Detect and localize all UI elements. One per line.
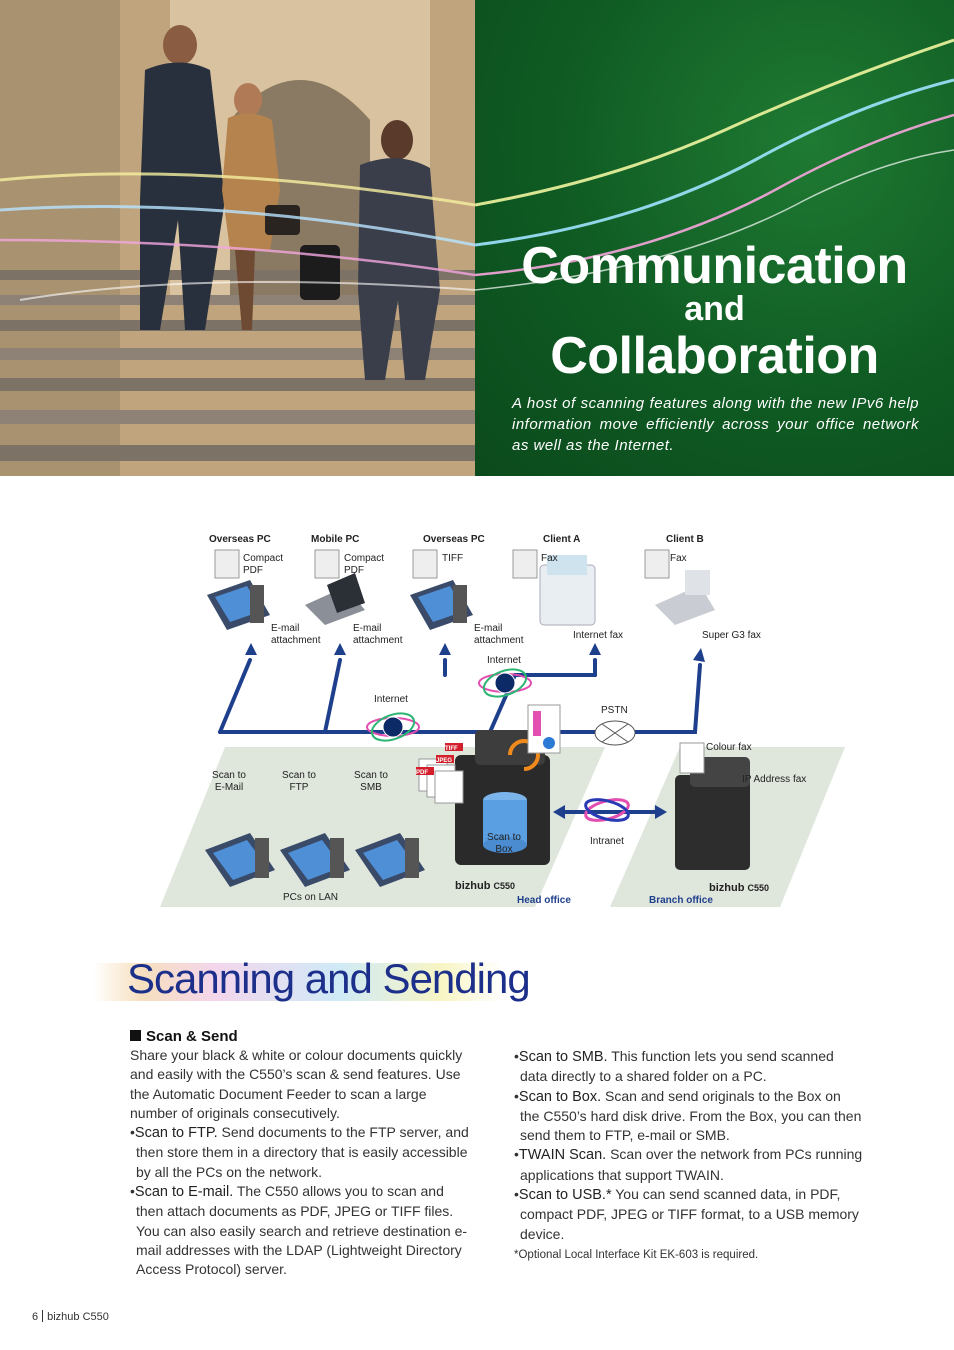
text-column-left: Scan & Send Share your black & white or …: [130, 1028, 475, 1280]
diagram-graphics: [160, 549, 845, 907]
tag-pdf: PDF: [416, 770, 428, 776]
label-branch-office: Branch office: [649, 895, 713, 906]
label-pstn: PSTN: [601, 705, 628, 716]
lan-pc-1: [205, 833, 275, 887]
label-doc-compact-pdf-1: Compact PDF: [243, 553, 284, 576]
label-doc-fax-a: Fax: [541, 553, 558, 564]
label-internet-top: Internet: [487, 655, 521, 666]
lan-pc-2: [280, 833, 350, 887]
label-doc-tiff: TIFF: [442, 553, 464, 564]
bullet-scan-to-ftp: •Scan to FTP. Send documents to the FTP …: [130, 1124, 469, 1180]
internet-globe-top: [478, 668, 532, 698]
subheading: Scan & Send: [130, 1028, 475, 1046]
footer-divider: [42, 1310, 44, 1322]
label-super-g3-fax: Super G3 fax: [702, 630, 761, 641]
brand-head: bizhub C550: [455, 880, 516, 892]
bullet-scan-to-box: •Scan to Box. Scan and send originals to…: [514, 1087, 862, 1144]
section-heading-highlight: [93, 963, 503, 1001]
headline-and: and: [684, 290, 745, 328]
hero-intro: A host of scanning features along with t…: [512, 395, 919, 454]
tag-tiff: TIFF: [445, 746, 458, 752]
label-email-attachment-1: E-mail attachment: [271, 623, 321, 646]
label-overseas-pc-1: Overseas PC: [209, 534, 271, 545]
business-people-photo: [0, 0, 475, 476]
label-internet-left: Internet: [374, 694, 408, 705]
branch-office-mfp: [675, 742, 750, 870]
label-doc-fax-b: Fax: [670, 553, 687, 564]
mobile-pc: [305, 549, 365, 625]
label-ip-address-fax: IP Address fax: [742, 774, 807, 785]
headline-collaboration: Collaboration: [550, 327, 879, 385]
brand-branch: bizhub C550: [709, 882, 770, 894]
page-footer: 6 bizhub C550: [32, 1310, 109, 1323]
hero: Communication and Collaboration A host o…: [0, 0, 954, 476]
label-overseas-pc-2: Overseas PC: [423, 534, 485, 545]
page-number: 6: [32, 1311, 39, 1323]
label-doc-compact-pdf-2: Compact PDF: [344, 553, 385, 576]
text-column-right: •Scan to SMB. This function lets you sen…: [514, 1047, 864, 1265]
tag-jpeg: JPEG: [436, 758, 453, 764]
bullet-scan-to-usb: •Scan to USB.* You can send scanned data…: [514, 1186, 859, 1242]
light-swoosh: [475, 38, 954, 291]
title-panel: Communication and Collaboration A host o…: [475, 0, 954, 476]
label-internet-fax: Internet fax: [573, 630, 624, 641]
label-scan-to-box: Scan to Box: [487, 832, 521, 855]
label-email-attachment-3: E-mail attachment: [474, 623, 524, 646]
overseas-pc-2: [410, 549, 473, 630]
label-scan-to-smb: Scan to SMB: [354, 770, 388, 793]
label-scan-to-ftp: Scan to FTP: [282, 770, 316, 793]
network-diagram: Overseas PC Mobile PC Overseas PC Client…: [155, 525, 855, 915]
scan-send-intro: Share your black & white or colour docum…: [130, 1047, 463, 1121]
label-mobile-pc: Mobile PC: [311, 534, 360, 545]
bullet-scan-to-email: •Scan to E-mail. The C550 allows you to …: [130, 1183, 468, 1278]
label-head-office: Head office: [517, 895, 571, 906]
section-title: Scanning and Sending: [127, 955, 531, 1002]
label-client-b: Client B: [666, 534, 704, 545]
client-a-fax: [512, 549, 596, 626]
label-client-a: Client A: [543, 534, 581, 545]
photo-illustration: [0, 0, 475, 476]
label-intranet: Intranet: [590, 836, 624, 847]
client-b-fax: [644, 549, 715, 625]
headline-communication: Communication: [521, 237, 908, 295]
lan-pc-3: [355, 833, 425, 887]
square-bullet-icon: [130, 1030, 141, 1041]
internet-globe-left: [366, 712, 420, 742]
overseas-pc-1: [207, 549, 270, 630]
footnote: *Optional Local Interface Kit EK-603 is …: [514, 1248, 759, 1261]
bullet-twain-scan: •TWAIN Scan. Scan over the network from …: [514, 1146, 863, 1183]
label-email-attachment-2: E-mail attachment: [353, 623, 403, 646]
intranet-rings: [584, 798, 630, 822]
label-scan-to-email: Scan to E-Mail: [212, 770, 246, 793]
bullet-scan-to-smb: •Scan to SMB. This function lets you sen…: [514, 1048, 834, 1085]
label-colour-fax: Colour fax: [706, 742, 752, 753]
footer-product: bizhub C550: [47, 1311, 109, 1323]
pstn-symbol: [594, 720, 636, 746]
label-pcs-on-lan: PCs on LAN: [283, 892, 339, 903]
